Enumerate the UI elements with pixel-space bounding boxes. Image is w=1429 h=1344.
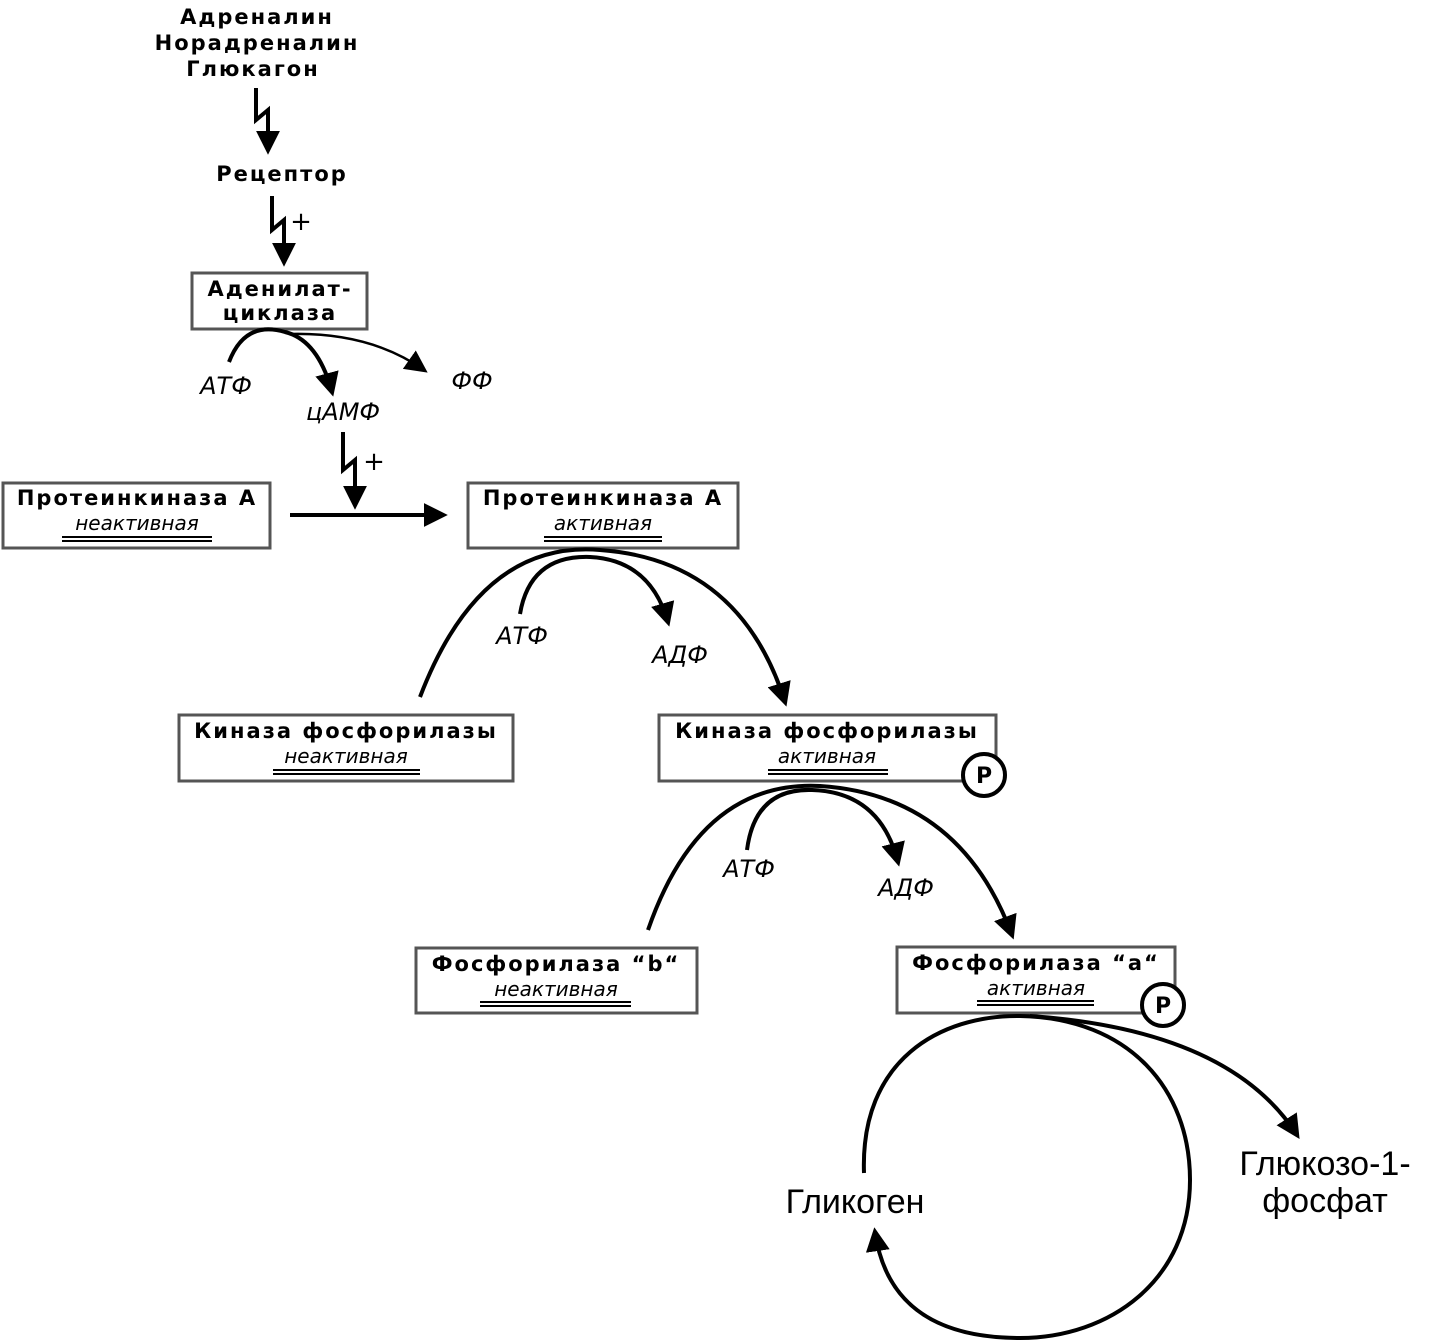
pka-active-name: Протеинкиназа А — [483, 486, 723, 510]
phosphate-circle-1 — [961, 752, 1007, 798]
signal-arrow-receptor-cyclase — [270, 196, 296, 267]
hormone-adrenaline: Адреналин — [180, 5, 334, 29]
signal-arrow-camp-pka — [341, 432, 367, 510]
adenylate-cyclase-line1: Аденилат- — [207, 277, 352, 301]
glucose-1-phosphate-line2: фосфат — [1262, 1182, 1388, 1220]
pka-active-state: активная — [554, 511, 652, 535]
arrow-atp-adp-1 — [518, 554, 675, 627]
atp-label-2: АТФ — [494, 622, 548, 650]
phk-active-state: активная — [778, 744, 876, 768]
pka-inactive-name: Протеинкиназа А — [17, 486, 257, 510]
camp-label: цАМФ — [306, 398, 380, 426]
atp-label-1: АТФ — [198, 372, 252, 400]
adenylate-cyclase-box — [190, 271, 369, 331]
arrow-to-pyrophosphate — [289, 332, 428, 373]
plus-sign-2: + — [363, 447, 385, 477]
pyrophosphate-label: ФФ — [451, 367, 492, 395]
arrow-atp-adp-2 — [745, 787, 905, 867]
atp-label-3: АТФ — [721, 855, 775, 883]
hormone-glucagon: Глюкагон — [186, 57, 320, 81]
phosphorylase-a-name: Фосфорилаза “a“ — [912, 951, 1160, 975]
glycogen-label: Гликоген — [786, 1183, 925, 1221]
arrow-to-glucose-1-phosphate — [1029, 1014, 1300, 1140]
arrow-atp-to-camp — [227, 327, 339, 397]
phosphate-circle-2 — [1140, 982, 1186, 1028]
receptor-label: Рецептор — [216, 162, 348, 186]
phosphorylase-b-state: неактивная — [494, 977, 618, 1001]
phk-active-name: Киназа фосфорилазы — [675, 719, 979, 743]
phosphate-label-2: P — [1155, 994, 1171, 1019]
adenylate-cyclase-line2: циклаза — [223, 301, 337, 325]
glucose-1-phosphate-line1: Глюкозо-1- — [1239, 1145, 1410, 1183]
glycogen-cycle-arrow — [861, 1013, 1193, 1341]
signal-arrow-hormone-receptor — [254, 88, 280, 155]
plus-sign-1: + — [290, 207, 312, 237]
phosphorylase-a-state: активная — [987, 976, 1085, 1000]
phosphorylase-b-name: Фосфорилаза “b“ — [432, 952, 681, 976]
phosphate-label-1: P — [976, 764, 992, 789]
adp-label-2: АДФ — [876, 874, 934, 902]
adp-label-1: АДФ — [650, 641, 708, 669]
pka-inactive-state: неактивная — [75, 511, 199, 535]
arrow-phk-activation — [418, 547, 791, 707]
phk-inactive-name: Киназа фосфорилазы — [194, 719, 498, 743]
phk-inactive-state: неактивная — [284, 744, 408, 768]
arrow-phosphorylase-activation — [646, 783, 1017, 940]
hormone-noradrenaline: Норадреналин — [155, 31, 360, 55]
